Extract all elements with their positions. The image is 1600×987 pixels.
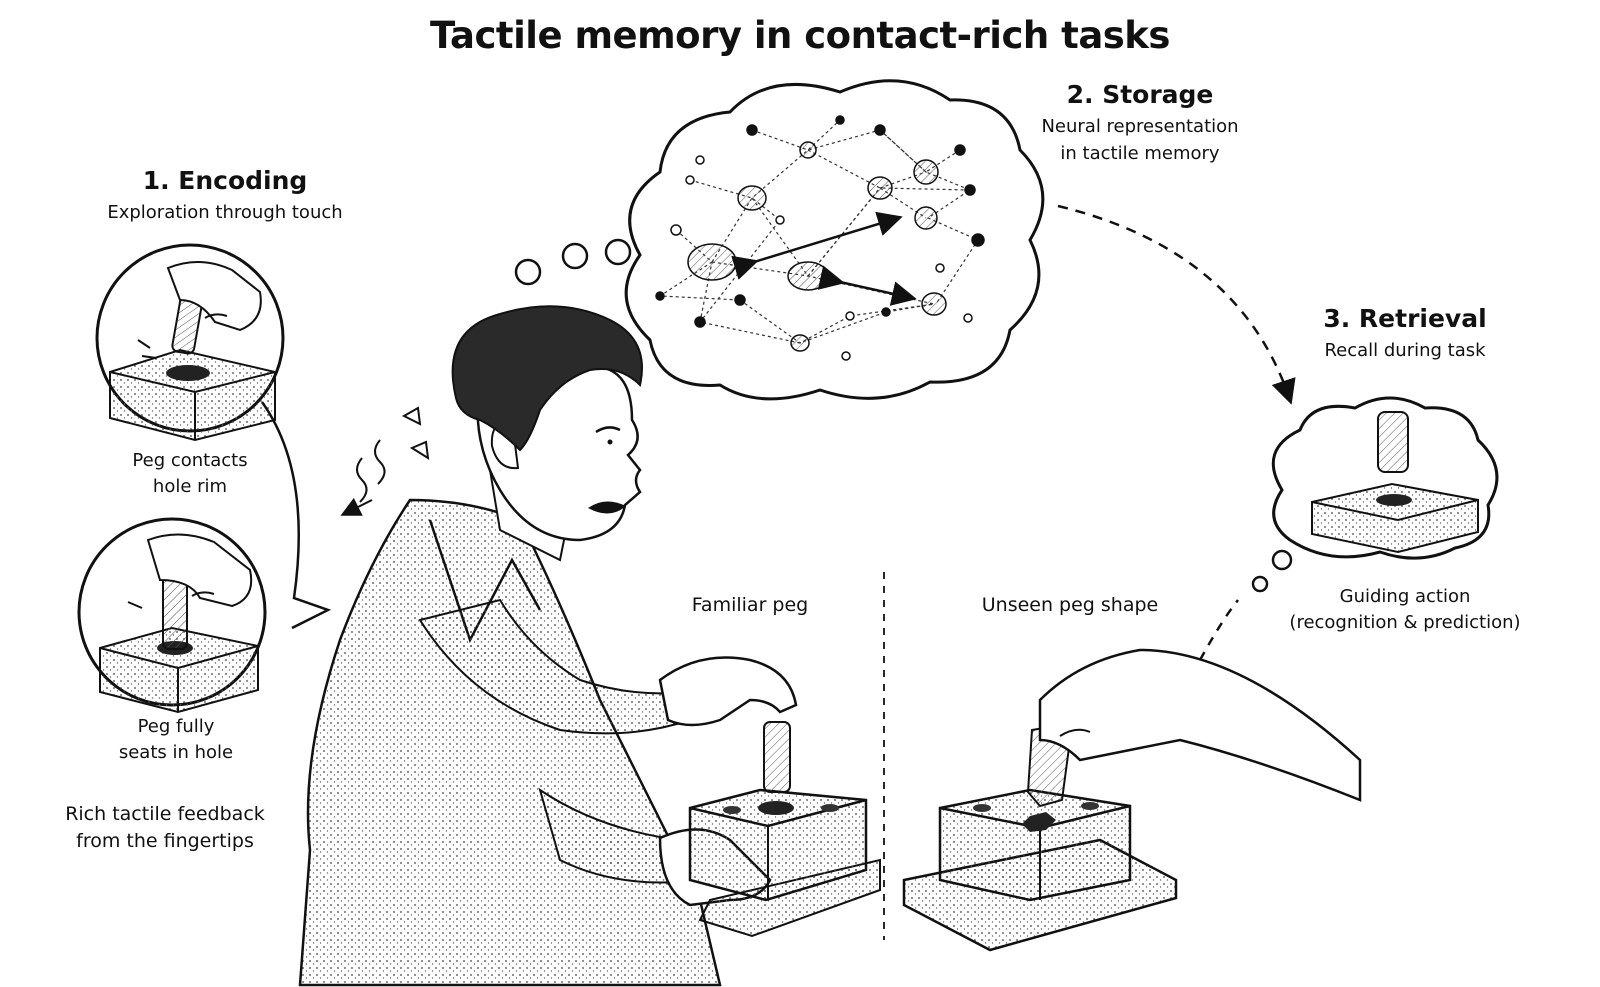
storage-heading: 2. Storage	[1066, 80, 1214, 109]
encoding-panel-contact	[95, 243, 285, 442]
retrieval-subtitle: Recall during task	[1324, 340, 1486, 361]
panel2-caption-line1: Peg fully	[137, 716, 215, 737]
storage-subtitle-line1: Neural representation	[1041, 116, 1239, 137]
encoding-subtitle: Exploration through touch	[107, 202, 343, 223]
encoding-heading: 1. Encoding	[142, 166, 308, 195]
association-arrow-long	[731, 211, 903, 280]
panel2-caption-line2: seats in hole	[118, 742, 234, 763]
encoding-connector	[260, 401, 332, 630]
panel1-caption-line1: Peg contacts	[132, 450, 248, 471]
encoding-panel-seated	[77, 517, 267, 714]
person-figure	[298, 305, 798, 987]
retrieval-thought-cloud	[1251, 396, 1499, 593]
retrieval-caption-line1: Guiding action	[1339, 586, 1471, 607]
unseen-peg-block	[902, 648, 1362, 952]
scene-to-retrieval-dash	[1198, 599, 1239, 661]
retrieval-heading: 3. Retrieval	[1323, 304, 1487, 333]
diagram-title: Tactile memory in contact-rich tasks	[430, 14, 1170, 57]
storage-to-retrieval-arrow	[1057, 204, 1296, 405]
storage-subtitle-line2: in tactile memory	[1060, 143, 1220, 164]
feedback-line2: from the fingertips	[76, 830, 254, 852]
feedback-line1: Rich tactile feedback	[65, 803, 265, 825]
familiar-peg-label: Familiar peg	[691, 594, 809, 616]
unseen-peg-label: Unseen peg shape	[981, 594, 1159, 616]
tactile-signal-marks	[340, 406, 430, 516]
retrieval-caption-line2: (recognition & prediction)	[1289, 612, 1521, 633]
familiar-peg-block	[688, 721, 881, 938]
panel1-caption-line2: hole rim	[152, 476, 228, 497]
association-arrow-short	[817, 265, 917, 306]
